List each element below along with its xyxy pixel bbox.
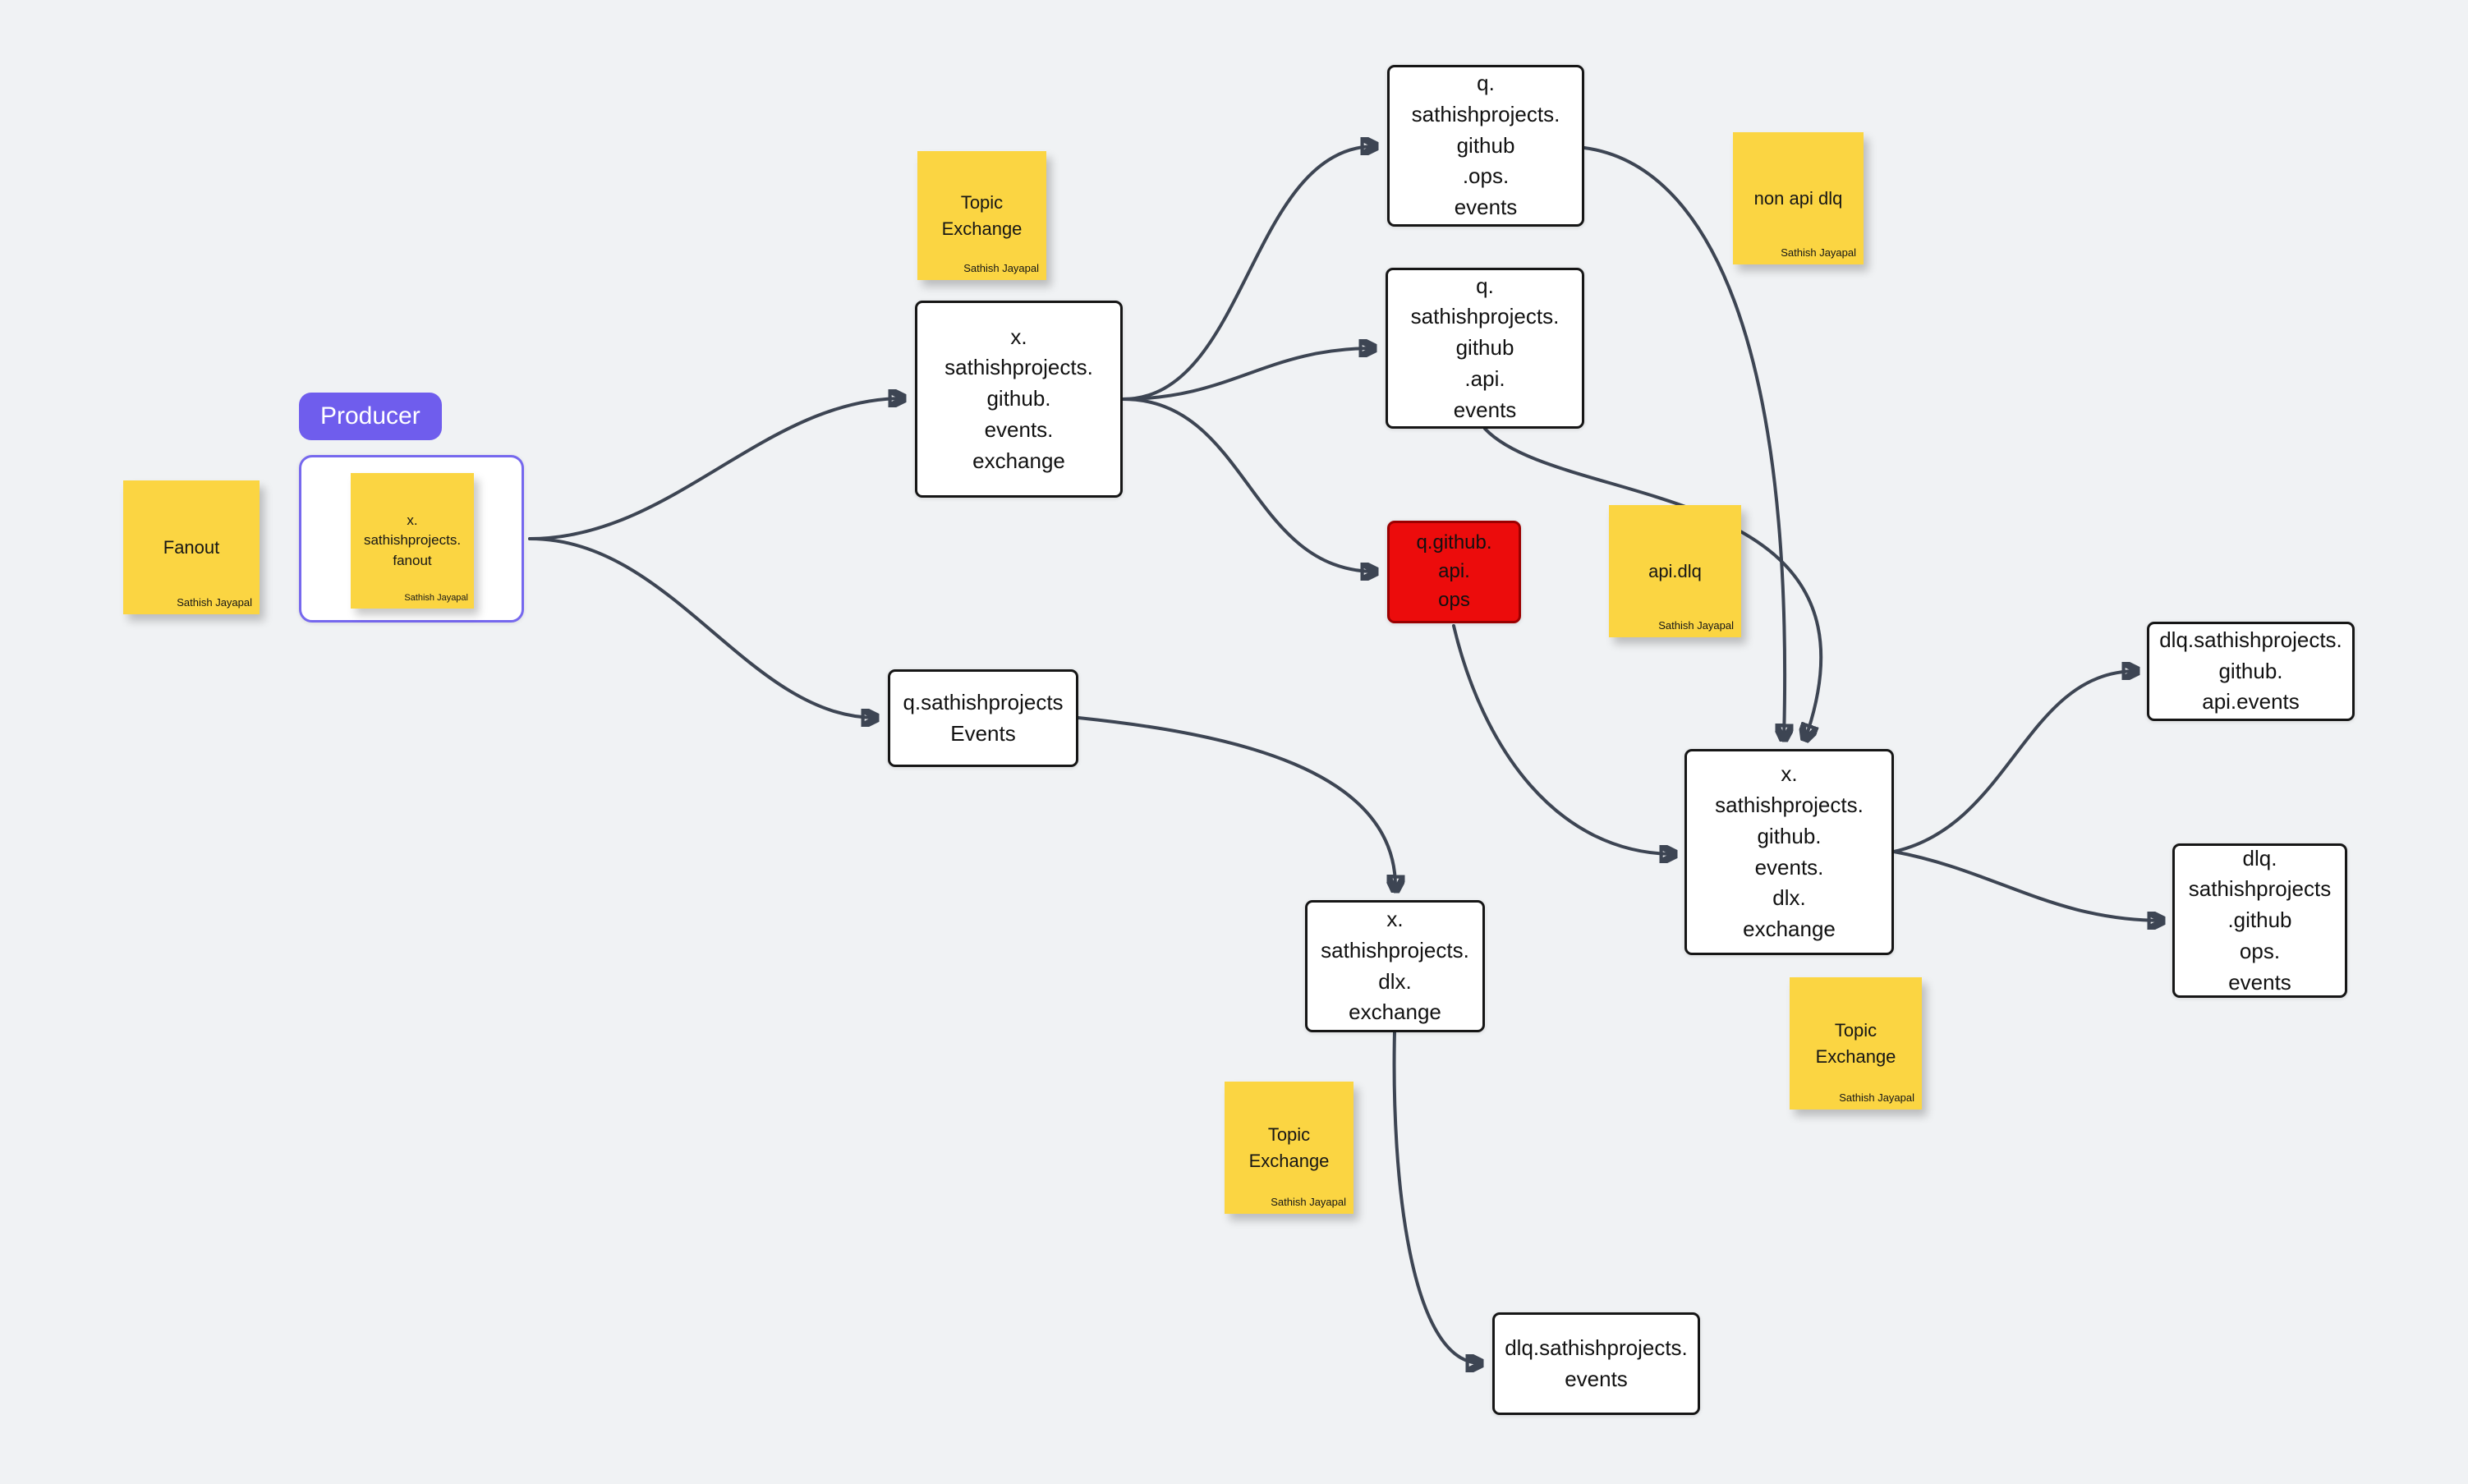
node-label: dlq. sathishprojects .github ops. events: [2188, 845, 2332, 995]
node-label: q.github. api. ops: [1416, 531, 1492, 611]
sticky-non-api-dlq[interactable]: non api dlq Sathish Jayapal: [1733, 132, 1864, 264]
node-dlq-github-ops-events[interactable]: dlq. sathishprojects .github ops. events: [2172, 843, 2347, 998]
sticky-label: Topic Exchange: [1815, 1019, 1896, 1067]
node-q-github-ops-events[interactable]: q. sathishprojects. github .ops. events: [1387, 65, 1584, 227]
sticky-author: Sathish Jayapal: [404, 593, 468, 603]
edge-exchange-to-q-api-events[interactable]: [1121, 348, 1374, 401]
sticky-author: Sathish Jayapal: [1271, 1196, 1346, 1208]
sticky-label: api.dlq: [1648, 560, 1702, 581]
node-label: dlq.sathishprojects. github. api.events: [2159, 627, 2342, 714]
sticky-author: Sathish Jayapal: [1781, 246, 1856, 259]
sticky-topic-exchange-2[interactable]: Topic Exchange Sathish Jayapal: [1790, 977, 1922, 1110]
sticky-topic-exchange-3[interactable]: Topic Exchange Sathish Jayapal: [1225, 1082, 1353, 1214]
node-x-dlx-exchange[interactable]: x. sathishprojects. dlx. exchange: [1305, 900, 1485, 1032]
sticky-author: Sathish Jayapal: [177, 596, 252, 609]
node-label: x. sathishprojects. dlx. exchange: [1321, 907, 1469, 1025]
sticky-label: Topic Exchange: [941, 191, 1023, 239]
edge-fanout-to-q-events[interactable]: [528, 537, 876, 718]
sticky-label: non api dlq: [1753, 187, 1843, 209]
sticky-label: x. sathishprojects. fanout: [363, 512, 462, 568]
sticky-label: Fanout: [163, 536, 220, 558]
edge-q-api-ops-to-dlx-exchange[interactable]: [1452, 624, 1675, 854]
sticky-author: Sathish Jayapal: [963, 262, 1039, 274]
edge-exchange-to-q-api-ops[interactable]: [1121, 397, 1376, 572]
node-q-sathishprojects-events[interactable]: q.sathishprojects Events: [888, 669, 1078, 767]
edge-x-dlx-to-dlq-events[interactable]: [1392, 1031, 1481, 1363]
edge-q-ops-events-to-dlx-exchange[interactable]: [1583, 146, 1785, 739]
sticky-topic-exchange-1[interactable]: Topic Exchange Sathish Jayapal: [917, 151, 1046, 280]
node-label: q. sathishprojects. github .api. events: [1410, 273, 1560, 422]
edge-q-events-to-x-dlx-exchange[interactable]: [1077, 716, 1395, 890]
node-q-github-api-ops[interactable]: q.github. api. ops: [1387, 521, 1521, 623]
node-github-events-exchange[interactable]: x. sathishprojects. github. events. exch…: [915, 301, 1123, 498]
node-label: dlq.sathishprojects. events: [1505, 1335, 1688, 1391]
producer-label-pill[interactable]: Producer: [299, 393, 442, 440]
node-label: q.sathishprojects Events: [903, 689, 1064, 746]
sticky-author: Sathish Jayapal: [1839, 1091, 1914, 1104]
edge-dlx-to-dlq-api-events[interactable]: [1892, 671, 2137, 853]
node-dlq-github-api-events[interactable]: dlq.sathishprojects. github. api.events: [2147, 622, 2355, 721]
node-dlq-events[interactable]: dlq.sathishprojects. events: [1492, 1312, 1700, 1415]
node-label: q. sathishprojects. github .ops. events: [1411, 71, 1560, 220]
sticky-fanout[interactable]: Fanout Sathish Jayapal: [123, 480, 260, 614]
sticky-api-dlq[interactable]: api.dlq Sathish Jayapal: [1609, 505, 1741, 637]
edge-dlx-to-dlq-ops-events[interactable]: [1892, 850, 2162, 921]
node-github-events-dlx-exchange[interactable]: x. sathishprojects. github. events. dlx.…: [1684, 749, 1894, 955]
sticky-fanout-exchange[interactable]: x. sathishprojects. fanout Sathish Jayap…: [351, 473, 474, 609]
edge-exchange-to-q-ops-events[interactable]: [1121, 146, 1376, 401]
producer-frame[interactable]: x. sathishprojects. fanout Sathish Jayap…: [299, 455, 524, 623]
node-label: x. sathishprojects. github. events. exch…: [944, 324, 1093, 473]
edge-fanout-to-github-exchange[interactable]: [528, 398, 903, 540]
node-label: x. sathishprojects. github. events. dlx.…: [1715, 761, 1864, 941]
node-q-github-api-events[interactable]: q. sathishprojects. github .api. events: [1386, 268, 1584, 429]
sticky-author: Sathish Jayapal: [1658, 619, 1734, 632]
sticky-label: Topic Exchange: [1248, 1123, 1330, 1171]
